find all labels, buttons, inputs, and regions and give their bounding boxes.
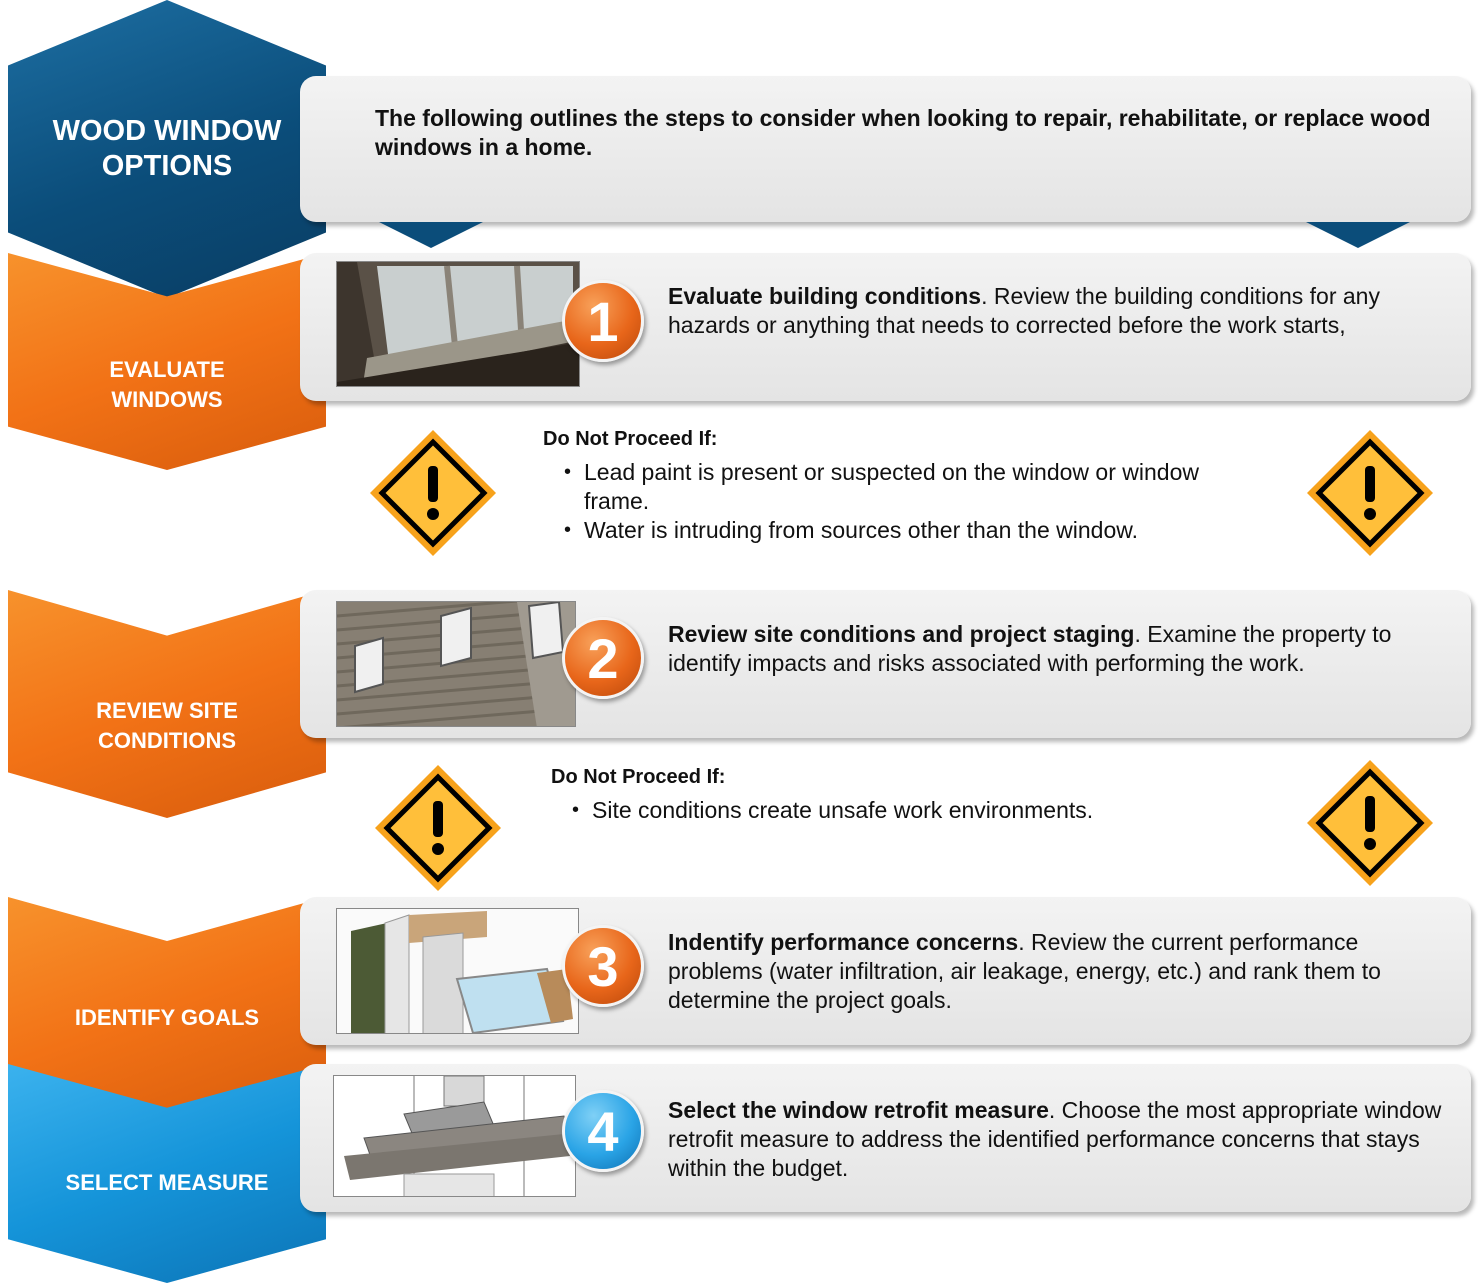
window-photo-illustration — [337, 262, 579, 386]
warning-1-item: Lead paint is present or suspected on th… — [562, 458, 1242, 516]
intro-pointer-left — [379, 222, 483, 248]
step-4-description: Select the window retrofit measure. Choo… — [668, 1096, 1458, 1183]
step-3-text: . Review the current performance problem… — [668, 929, 1381, 1013]
warning-2-title: Do Not Proceed If: — [551, 766, 726, 788]
stage-label: IDENTIFY GOALS — [74, 1005, 260, 1030]
step-3-photo-window-section — [336, 908, 579, 1034]
sill-detail-illustration — [334, 1076, 575, 1196]
step-4-number-badge: 4 — [562, 1090, 644, 1172]
warning-diamond-icon — [375, 765, 501, 891]
step-2-number-badge: 2 — [562, 617, 644, 699]
window-section-illustration — [337, 909, 578, 1033]
warning-2-item: Site conditions create unsafe work envir… — [570, 796, 1250, 825]
warning-diamond-icon — [370, 430, 496, 556]
warning-1-title: Do Not Proceed If: — [543, 428, 718, 450]
step-4-text: . Choose the most appropriate window ret… — [668, 1097, 1442, 1181]
stage-review-site-conditions: REVIEW SITE CONDITIONS — [8, 590, 326, 818]
step-2-description: Review site conditions and project stagi… — [668, 620, 1458, 678]
step-1-description: Evaluate building conditions. Review the… — [668, 282, 1458, 340]
intro-panel — [300, 76, 1471, 222]
warning-2-list: Site conditions create unsafe work envir… — [570, 796, 1250, 825]
step-1-photo-window-sill — [336, 261, 580, 387]
step-4-title: Select the window retrofit measure — [668, 1097, 1049, 1123]
stage-label: EVALUATE WINDOWS — [109, 357, 225, 412]
step-4-photo-sill-detail — [333, 1075, 576, 1197]
step-3-description: Indentify performance concerns. Review t… — [668, 928, 1458, 1015]
step-2-photo-siding — [336, 601, 576, 727]
step-1-number-badge: 1 — [562, 280, 644, 362]
siding-photo-illustration — [337, 602, 575, 726]
step-2-text: . Examine the property to identify impac… — [668, 621, 1392, 676]
intro-text: The following outlines the steps to cons… — [375, 105, 1431, 160]
warning-1-list: Lead paint is present or suspected on th… — [562, 458, 1242, 545]
header-chevron: WOOD WINDOW OPTIONS — [8, 0, 326, 298]
stage-label: SELECT MEASURE — [65, 1170, 269, 1195]
step-3-number-badge: 3 — [562, 925, 644, 1007]
step-3-title: Indentify performance concerns — [668, 929, 1019, 955]
step-2-title: Review site conditions and project stagi… — [668, 621, 1135, 647]
warning-diamond-icon — [1307, 760, 1433, 886]
step-1-text: . Review the building conditions for any… — [668, 283, 1380, 338]
step-1-title: Evaluate building conditions — [668, 283, 982, 309]
warning-diamond-icon — [1307, 430, 1433, 556]
header-title: WOOD WINDOW OPTIONS — [52, 115, 282, 182]
intro-pointer-right — [1306, 222, 1410, 248]
stage-label: REVIEW SITE CONDITIONS — [96, 698, 238, 753]
stage-select-measure: SELECT MEASURE — [8, 1064, 326, 1283]
warning-1-item: Water is intruding from sources other th… — [562, 516, 1242, 545]
